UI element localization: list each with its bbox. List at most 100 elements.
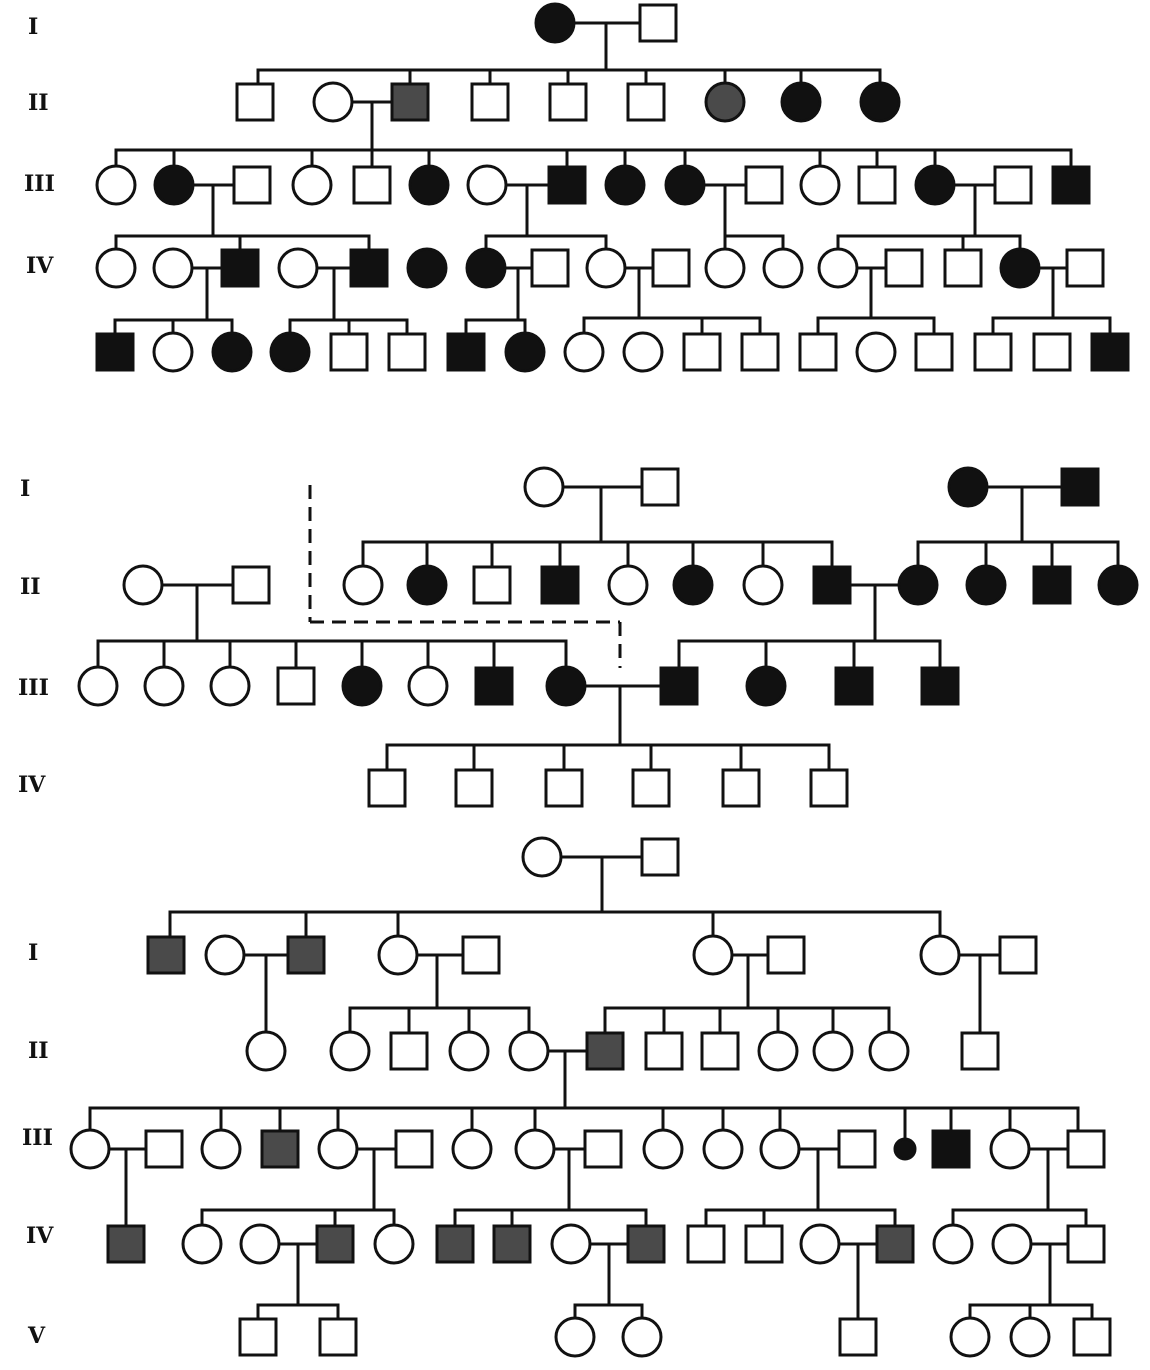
pedigree-connector-lines: [88, 21, 1120, 1339]
male-unaffected-105: [461, 935, 501, 975]
male-unaffected-56: [740, 332, 780, 372]
female-unaffected-110: [245, 1030, 287, 1072]
female-affected-17: [408, 164, 450, 206]
male-unaffected-156: [318, 1317, 358, 1357]
female-unaffected-160: [949, 1316, 991, 1358]
female-affected-48: [269, 331, 311, 373]
male-unaffected-97: [721, 768, 761, 808]
p2-gen-label-1: I: [20, 476, 30, 502]
p2-gen-label-2: II: [20, 574, 41, 600]
female-unaffected-108: [919, 934, 961, 976]
female-unaffected-143: [373, 1223, 415, 1265]
female-unaffected-53: [563, 331, 605, 373]
female-unaffected-82: [143, 665, 185, 707]
male-unaffected-84: [276, 666, 316, 706]
female-unaffected-29: [152, 247, 194, 289]
female-unaffected-86: [407, 665, 449, 707]
male-affected-30: [220, 248, 260, 288]
female-unaffected-104: [377, 934, 419, 976]
female-affected-21: [664, 164, 706, 206]
p3-gen-label-4: IV: [26, 1223, 54, 1249]
male-affected-144: [435, 1224, 475, 1264]
female-unaffected-120: [868, 1030, 910, 1072]
female-unaffected-18: [466, 164, 508, 206]
female-affected-10: [780, 81, 822, 123]
female-unaffected-118: [757, 1030, 799, 1072]
male-unaffected-57: [798, 332, 838, 372]
female-affected-11: [859, 81, 901, 123]
female-affected-74: [672, 564, 714, 606]
male-unaffected-96: [631, 768, 671, 808]
female-affected-65: [947, 466, 989, 508]
male-unaffected-61: [1032, 332, 1072, 372]
p2-gen-label-4: IV: [18, 772, 46, 798]
male-unaffected-22: [744, 165, 784, 205]
male-unaffected-148: [686, 1224, 726, 1264]
female-unaffected-23: [799, 164, 841, 206]
female-unaffected-102: [204, 934, 246, 976]
male-unaffected-121: [960, 1031, 1000, 1071]
male-unaffected-42: [943, 248, 983, 288]
female-unaffected-133: [759, 1128, 801, 1170]
female-unaffected-83: [209, 665, 251, 707]
male-unaffected-37: [651, 248, 691, 288]
female-affected-52: [504, 331, 546, 373]
female-unaffected-46: [152, 331, 194, 373]
female-affected-25: [914, 164, 956, 206]
female-affected-20: [604, 164, 646, 206]
female-unaffected-73: [607, 564, 649, 606]
male-affected-145: [492, 1224, 532, 1264]
female-affected-78: [965, 564, 1007, 606]
male-unaffected-138: [1066, 1129, 1106, 1169]
male-unaffected-7: [548, 82, 588, 122]
p1-gen-label-1: I: [28, 14, 38, 40]
male-affected-89: [659, 666, 699, 706]
male-affected-5: [390, 82, 430, 122]
female-affected-33: [406, 247, 448, 289]
female-unaffected-111: [329, 1030, 371, 1072]
female-unaffected-81: [77, 665, 119, 707]
male-affected-51: [446, 332, 486, 372]
male-unaffected-116: [644, 1031, 684, 1071]
female-affected-88: [545, 665, 587, 707]
p1-gen-label-4: IV: [26, 253, 54, 279]
female-unaffected-129: [514, 1128, 556, 1170]
male-unaffected-71: [472, 565, 512, 605]
male-unaffected-155: [238, 1317, 278, 1357]
male-unaffected-123: [144, 1129, 184, 1169]
male-unaffected-93: [367, 768, 407, 808]
male-unaffected-162: [1072, 1317, 1112, 1357]
male-unaffected-35: [530, 248, 570, 288]
female-unaffected-128: [451, 1128, 493, 1170]
female-unaffected-126: [317, 1128, 359, 1170]
female-unaffected-58: [855, 331, 897, 373]
male-unaffected-49: [329, 332, 369, 372]
male-unaffected-55: [682, 332, 722, 372]
female-unaffected-140: [181, 1223, 223, 1265]
male-affected-19: [547, 165, 587, 205]
male-unaffected-14: [232, 165, 272, 205]
p3-gen-label-3: III: [22, 1125, 53, 1151]
female-unaffected-161: [1009, 1316, 1051, 1358]
male-affected-92: [920, 666, 960, 706]
female-unaffected-39: [762, 247, 804, 289]
p2-gen-label-3: III: [18, 675, 49, 701]
female-affected-80: [1097, 564, 1139, 606]
male-affected-66: [1060, 467, 1100, 507]
female-unaffected-36: [585, 247, 627, 289]
male-unaffected-98: [809, 768, 849, 808]
male-affected-103: [286, 935, 326, 975]
male-affected-125: [260, 1129, 300, 1169]
male-unaffected-107: [766, 935, 806, 975]
p3-gen-label-5: V: [27, 1323, 46, 1349]
female-unaffected-153: [991, 1223, 1033, 1265]
female-unaffected-152: [932, 1223, 974, 1265]
female-affected-47: [211, 331, 253, 373]
female-unaffected-132: [702, 1128, 744, 1170]
female-unaffected-106: [692, 934, 734, 976]
male-unaffected-24: [857, 165, 897, 205]
male-affected-76: [812, 565, 852, 605]
female-affected-1: [534, 2, 576, 44]
female-unaffected-31: [277, 247, 319, 289]
